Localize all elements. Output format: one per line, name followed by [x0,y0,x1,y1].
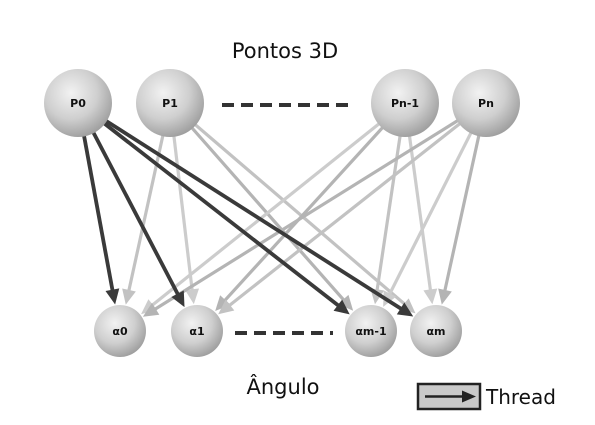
thread-arrow-p3-a2 [383,130,474,307]
thread-arrow-p0-a1 [91,130,185,308]
angle-label-am: αm [426,325,445,338]
point-node-p1: P1 [136,69,204,137]
thread-arrow-p0-a3 [103,118,414,317]
angles-title: Ângulo [247,374,320,399]
point-label-p0: P0 [70,97,86,110]
angle-label-a1: α1 [189,325,204,338]
angle-label-am-1: αm-1 [355,325,386,338]
point-node-pn: Pn [452,69,520,137]
thread-arrow-p1-a0 [122,133,165,305]
legend-label: Thread [485,385,556,409]
points-title: Pontos 3D [232,39,338,63]
point-label-pn: Pn [478,97,494,110]
point-label-p1: P1 [162,97,178,110]
thread-arrow-p1-a2 [189,125,354,311]
thread-arrow-p3-a3 [438,133,481,305]
active-arrows [81,118,414,317]
thread-arrow-p0-a2 [102,121,350,315]
legend: Thread [416,382,556,411]
thread-arrow-p2-a1 [215,125,385,312]
thread-arrow-p3-a1 [218,121,462,315]
point-node-pn-1: Pn-1 [371,69,439,137]
angle-label-a0: α0 [112,325,128,338]
angle-node-am-1: αm-1 [345,305,397,357]
point-label-pn-1: Pn-1 [391,97,419,110]
angle-node-am: αm [410,305,462,357]
point-node-p0: P0 [44,69,112,137]
angle-node-a0: α0 [94,305,146,357]
thread-arrow-p3-a0 [142,118,460,317]
thread-arrow-p0-a0 [81,134,120,305]
angle-node-a1: α1 [171,305,223,357]
thread-arrow-p1-a1 [172,134,200,305]
